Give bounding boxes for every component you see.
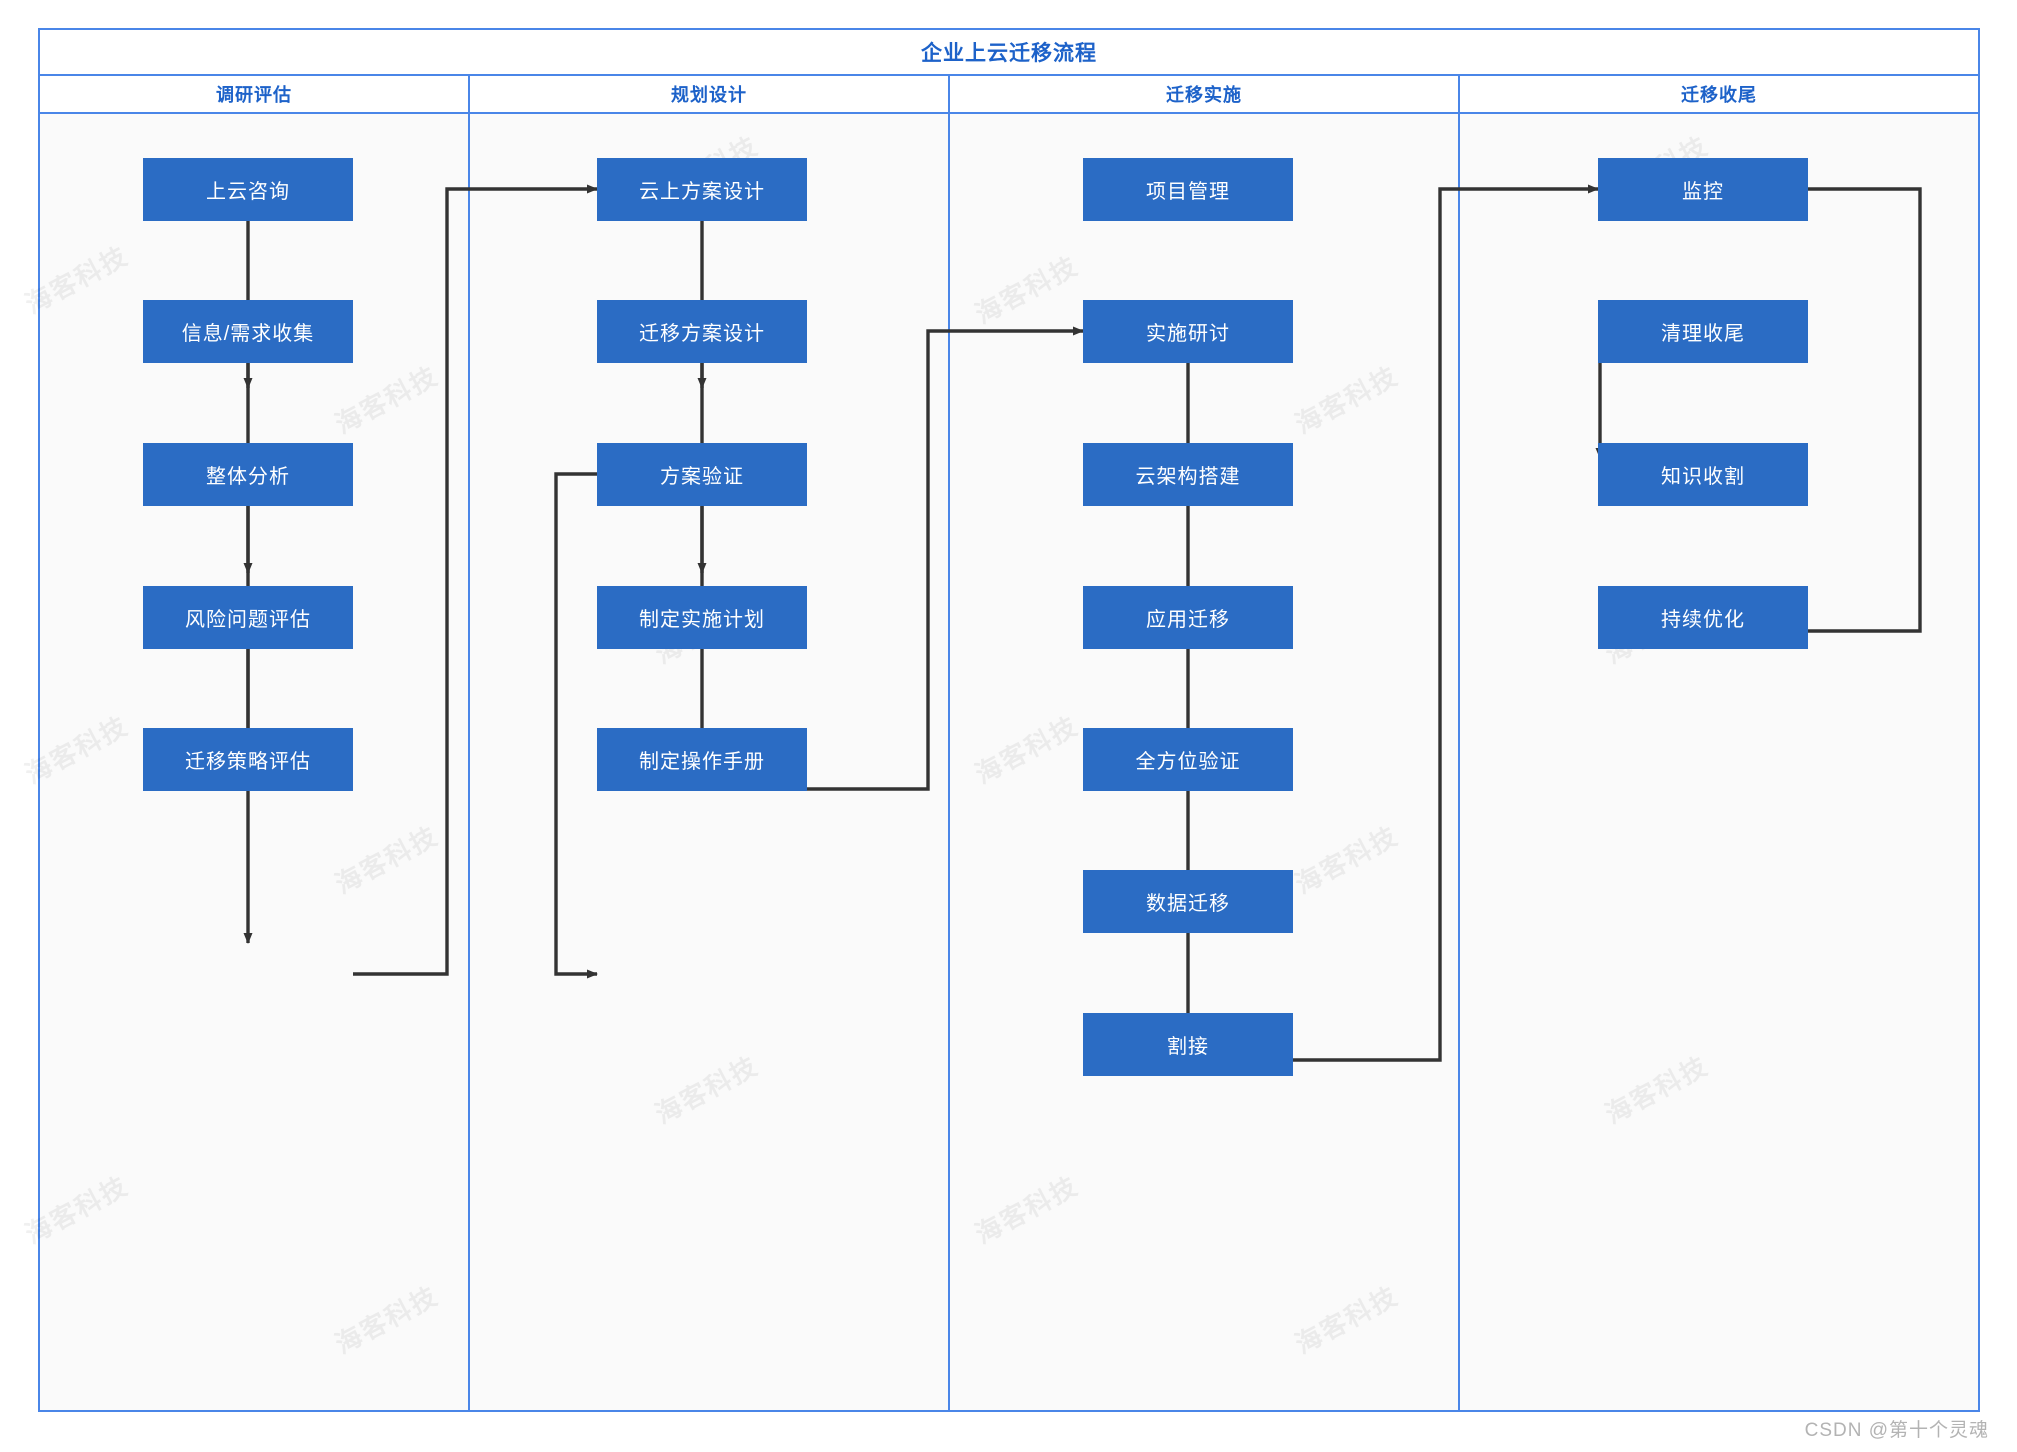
node-chixuyouhua[interactable]: 持续优化 xyxy=(1598,586,1808,649)
node-yunshangfanganshji[interactable]: 云上方案设计 xyxy=(597,158,807,221)
node-jiankong[interactable]: 监控 xyxy=(1598,158,1808,221)
lane-header-guihuasheji: 规划设计 xyxy=(470,76,950,112)
node-xiangmuguanli[interactable]: 项目管理 xyxy=(1083,158,1293,221)
node-yunjiagoudajian[interactable]: 云架构搭建 xyxy=(1083,443,1293,506)
node-shishiyantao[interactable]: 实施研讨 xyxy=(1083,300,1293,363)
node-zhishishouge[interactable]: 知识收割 xyxy=(1598,443,1808,506)
diagram-title: 企业上云迁移流程 xyxy=(921,42,1097,65)
node-gejie[interactable]: 割接 xyxy=(1083,1013,1293,1076)
node-xinxixuqiushouji[interactable]: 信息/需求收集 xyxy=(143,300,353,363)
lane-header-qianyishishi: 迁移实施 xyxy=(950,76,1460,112)
node-zhengtifenxi[interactable]: 整体分析 xyxy=(143,443,353,506)
node-fengxianwentipinggu[interactable]: 风险问题评估 xyxy=(143,586,353,649)
node-qianyicelüepinggu[interactable]: 迁移策略评估 xyxy=(143,728,353,791)
node-quanfangweiyanzheng[interactable]: 全方位验证 xyxy=(1083,728,1293,791)
node-shangyunzixun[interactable]: 上云咨询 xyxy=(143,158,353,221)
lane-header-row: 调研评估 规划设计 迁移实施 迁移收尾 xyxy=(40,76,1978,114)
node-qinglishouwei[interactable]: 清理收尾 xyxy=(1598,300,1808,363)
node-qianyifangansheji[interactable]: 迁移方案设计 xyxy=(597,300,807,363)
node-zhidingshishijihua[interactable]: 制定实施计划 xyxy=(597,586,807,649)
swimlane-frame: 企业上云迁移流程 调研评估 规划设计 迁移实施 迁移收尾 海客科技 海客科技 海… xyxy=(20,28,1980,1412)
credit-label: CSDN @第十个灵魂 xyxy=(1804,1420,1989,1441)
node-fanganyanzheng[interactable]: 方案验证 xyxy=(597,443,807,506)
lane-header-qianyishouwei: 迁移收尾 xyxy=(1681,85,1757,105)
diagram-title-band: 企业上云迁移流程 xyxy=(40,30,1978,76)
node-yingyongqianyi[interactable]: 应用迁移 xyxy=(1083,586,1293,649)
lane-header-diaoyanpinggu: 调研评估 xyxy=(40,76,470,112)
node-zhidingcaozuoshouce[interactable]: 制定操作手册 xyxy=(597,728,807,791)
node-shujuqianyi[interactable]: 数据迁移 xyxy=(1083,870,1293,933)
